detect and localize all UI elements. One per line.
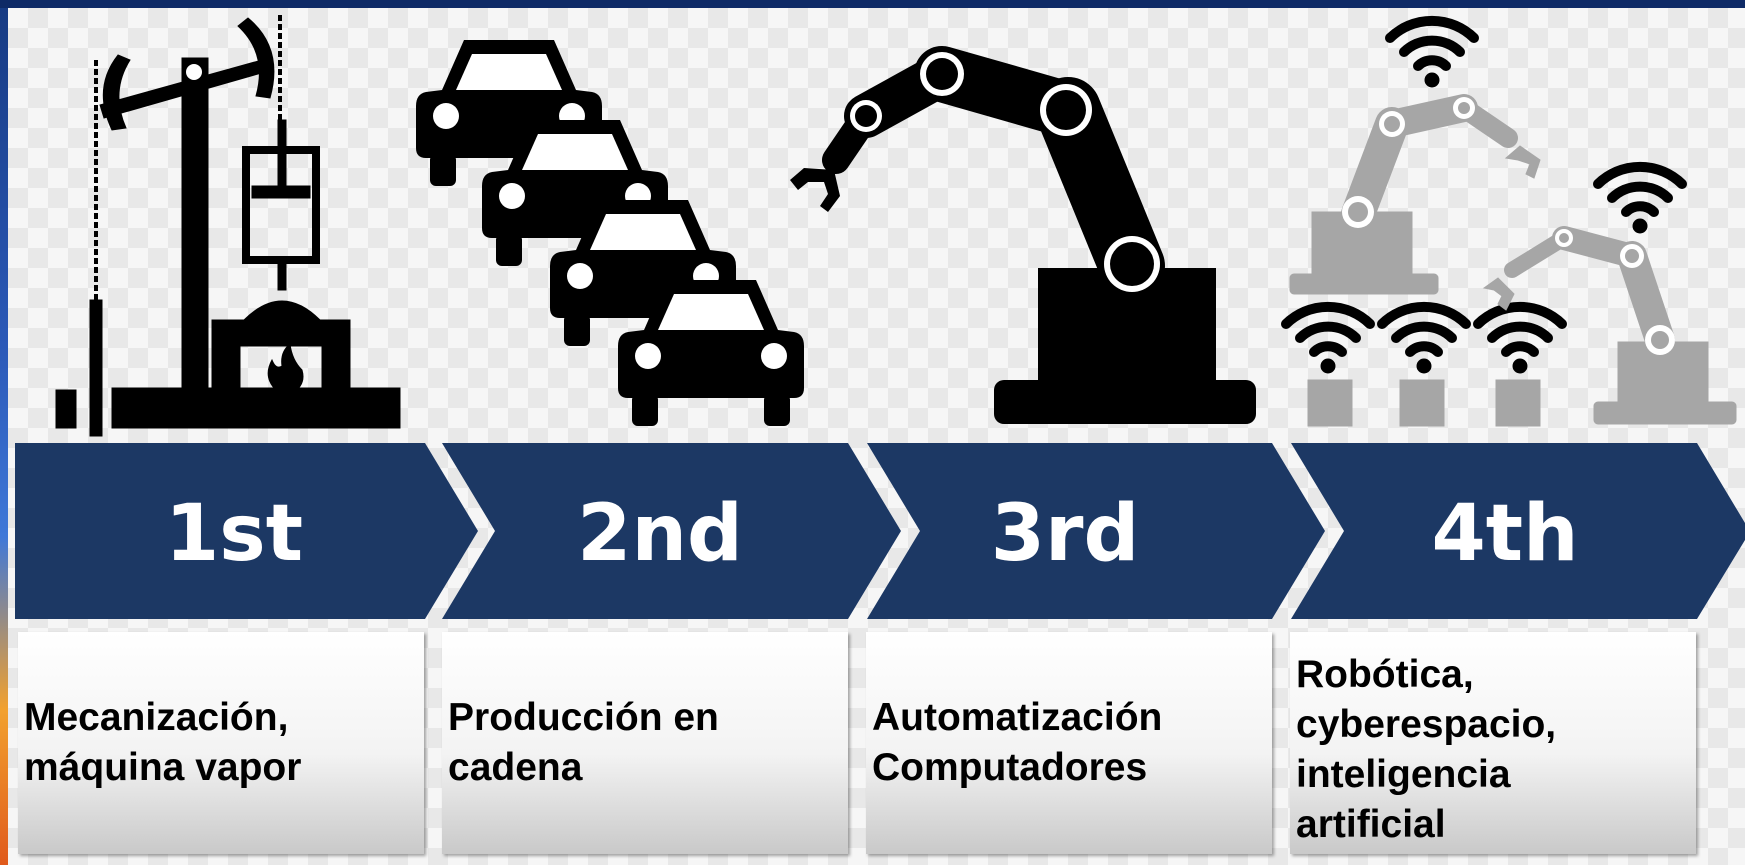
- stage-number-2: 2nd: [577, 489, 743, 579]
- stage-description-3: Automatización Computadores: [872, 696, 1163, 789]
- illustrations: [55, 15, 1737, 437]
- steam-engine-icon: [55, 15, 401, 437]
- connected-robots-icon: [1286, 21, 1737, 427]
- chevron-stage-1: 1st: [15, 443, 478, 619]
- stage-number-3: 3rd: [991, 489, 1140, 579]
- stage-number-4: 4th: [1431, 489, 1578, 579]
- stage-description-1: Mecanización, máquina vapor: [24, 696, 302, 789]
- robot-arm-icon: [790, 46, 1256, 424]
- stage-description-card-1: Mecanización, máquina vapor: [18, 632, 424, 854]
- chevron-stage-4: 4th: [1291, 443, 1745, 619]
- stage-number-1: 1st: [165, 489, 303, 579]
- chevron-stage-2: 2nd: [442, 443, 901, 619]
- top-border: [0, 0, 1745, 8]
- stage-description-card-4: Robótica, cyberespacio, inteligencia art…: [1290, 632, 1696, 854]
- chevron-stage-3: 3rd: [867, 443, 1325, 619]
- stage-description-2: Producción en cadena: [448, 696, 719, 789]
- stage-description-card-3: Automatización Computadores: [866, 632, 1272, 854]
- stage-description-4: Robótica, cyberespacio, inteligencia art…: [1296, 653, 1557, 846]
- stage-description-card-2: Producción en cadena: [442, 632, 848, 854]
